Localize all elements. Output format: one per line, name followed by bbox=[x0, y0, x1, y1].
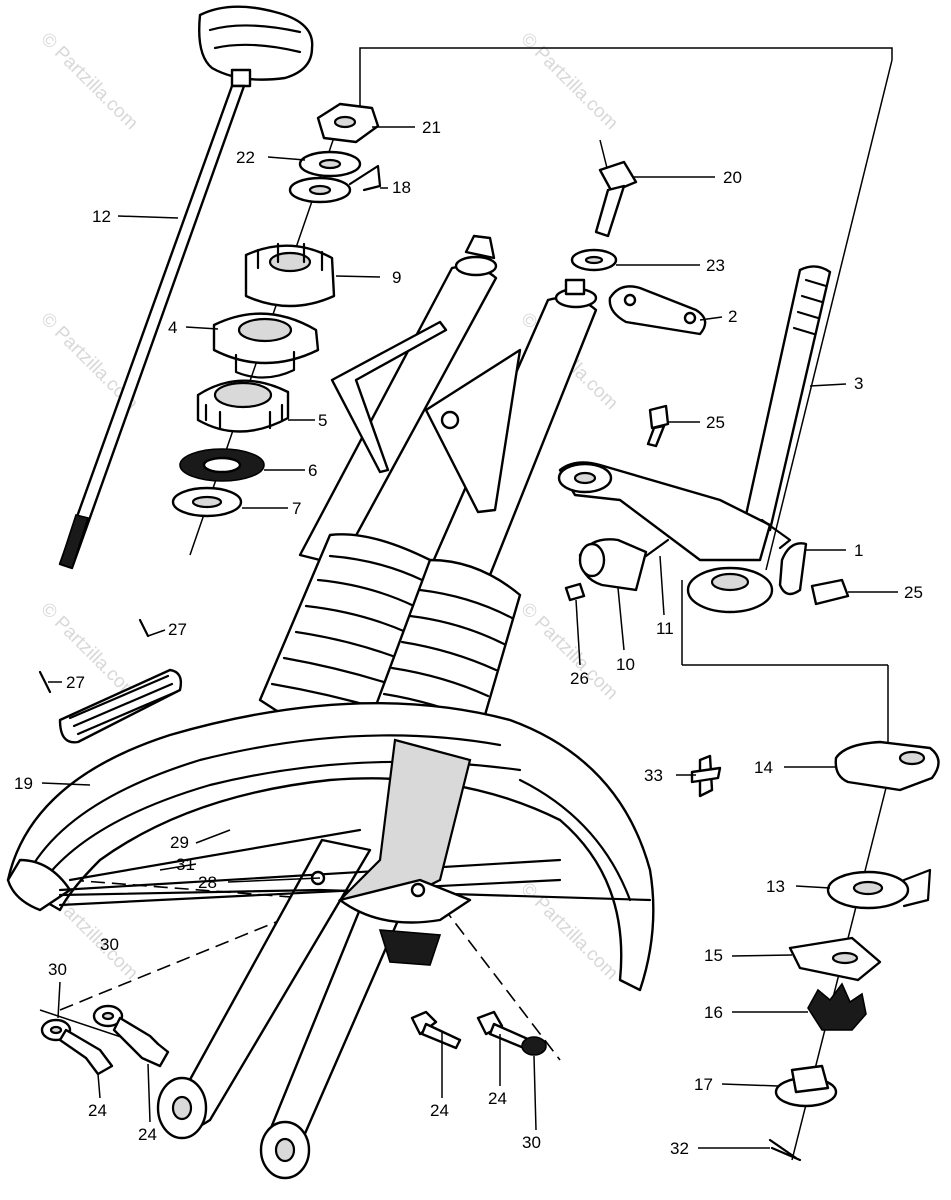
watermark: © Partzilla.com bbox=[516, 879, 621, 984]
callout-7: 7 bbox=[292, 499, 301, 518]
callout-33: 33 bbox=[644, 766, 663, 785]
callout-3: 3 bbox=[854, 374, 863, 393]
callout-30-upper: 30 bbox=[100, 935, 119, 954]
callout-2: 2 bbox=[728, 307, 737, 326]
front-fender bbox=[6, 701, 655, 992]
callout-24-left: 24 bbox=[88, 1101, 107, 1120]
callout-22: 22 bbox=[236, 148, 255, 167]
callout-21: 21 bbox=[422, 118, 441, 137]
callout-26: 26 bbox=[570, 669, 589, 688]
fender-emblem bbox=[58, 668, 183, 744]
callout-19: 19 bbox=[14, 774, 33, 793]
callout-28: 28 bbox=[198, 873, 217, 892]
callout-27-right: 27 bbox=[168, 620, 187, 639]
callout-14: 14 bbox=[754, 758, 773, 777]
callout-18: 18 bbox=[392, 178, 411, 197]
callout-27-left: 27 bbox=[66, 673, 85, 692]
callout-30-left: 30 bbox=[48, 960, 67, 979]
steering-stem bbox=[557, 160, 850, 614]
callout-25-lower: 25 bbox=[904, 583, 923, 602]
callout-9: 9 bbox=[392, 268, 401, 287]
damper-rod bbox=[58, 5, 314, 570]
callout-31: 31 bbox=[176, 855, 195, 874]
watermark: © Partzilla.com bbox=[36, 29, 141, 134]
callout-24-center-left: 24 bbox=[138, 1125, 157, 1144]
callout-16: 16 bbox=[704, 1003, 723, 1022]
watermark: © Partzilla.com bbox=[516, 599, 621, 704]
callout-4: 4 bbox=[168, 318, 177, 337]
callout-13: 13 bbox=[766, 877, 785, 896]
upper-stem-hardware bbox=[171, 102, 382, 518]
callout-5: 5 bbox=[318, 411, 327, 430]
callout-30-bottom: 30 bbox=[522, 1133, 541, 1152]
callout-11: 11 bbox=[656, 619, 674, 638]
callout-15: 15 bbox=[704, 946, 723, 965]
callout-1: 1 bbox=[854, 541, 863, 560]
lower-stem-hardware bbox=[690, 740, 940, 1162]
watermark: © Partzilla.com bbox=[516, 29, 621, 134]
callout-29: 29 bbox=[170, 833, 189, 852]
callout-25-upper: 25 bbox=[706, 413, 725, 432]
callout-leaders bbox=[41, 126, 898, 1149]
callout-labels: 21 22 18 20 12 23 9 2 4 3 5 25 6 7 1 25 … bbox=[14, 118, 923, 1158]
callout-20: 20 bbox=[723, 168, 742, 187]
callout-24-center: 24 bbox=[430, 1101, 449, 1120]
callout-6: 6 bbox=[308, 461, 317, 480]
callout-10: 10 bbox=[616, 655, 635, 674]
callout-24-right: 24 bbox=[488, 1089, 507, 1108]
fender-bolts bbox=[38, 618, 547, 1076]
callout-17: 17 bbox=[694, 1075, 713, 1094]
callout-23: 23 bbox=[706, 256, 725, 275]
callout-12: 12 bbox=[92, 207, 111, 226]
watermark: © Partzilla.com bbox=[36, 599, 141, 704]
callout-32: 32 bbox=[670, 1139, 689, 1158]
